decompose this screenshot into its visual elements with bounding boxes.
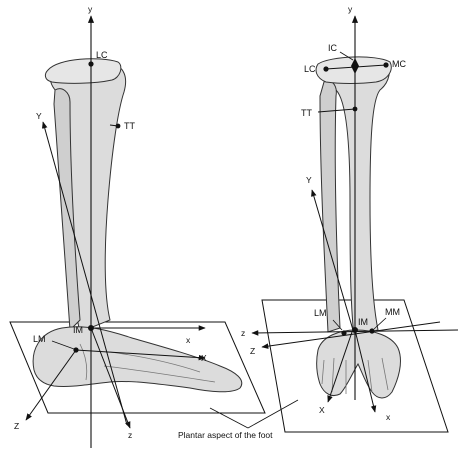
left-big-z-axis — [25, 349, 77, 421]
left-big-x-label: X — [201, 353, 207, 363]
right-big-x-axis — [327, 331, 353, 403]
right-ic-label: IC — [328, 43, 338, 53]
right-big-y-axis — [311, 189, 354, 331]
right-im-label: IM — [358, 317, 368, 327]
right-frontal-view: y IC LC MC TT Y LM IM MM z Z X x — [241, 4, 459, 433]
right-fibula-bone — [319, 80, 341, 333]
right-big-y-label: Y — [306, 175, 312, 185]
left-foot-bones — [32, 326, 243, 393]
left-lm-label: LM — [33, 334, 46, 344]
right-ic-point — [351, 58, 359, 74]
caption-group: Plantar aspect of the foot — [178, 399, 299, 440]
left-z-axis — [90, 327, 131, 429]
right-tt-point — [352, 106, 358, 112]
left-big-z-label: Z — [14, 421, 19, 431]
right-toe-details — [321, 357, 389, 394]
left-tt-label: TT — [124, 121, 135, 131]
left-x-label: x — [186, 335, 191, 345]
plantar-aspect-caption: Plantar aspect of the foot — [178, 430, 273, 440]
caption-leader-right — [247, 399, 299, 429]
left-z-label: z — [128, 430, 132, 440]
left-tt-point — [115, 123, 121, 129]
right-x-axis — [354, 329, 377, 413]
left-y-label: y — [88, 4, 93, 14]
left-big-y-label: Y — [36, 111, 42, 121]
left-big-y-axis — [41, 121, 128, 426]
right-x-label: x — [386, 412, 391, 422]
right-mm-label: MM — [385, 307, 400, 317]
right-lm-label: LM — [314, 308, 327, 318]
left-foot-detail — [79, 343, 216, 383]
caption-leader-left — [209, 407, 249, 429]
left-plantar-plane — [9, 321, 266, 414]
right-big-z-label: Z — [250, 346, 255, 356]
right-lc-point — [323, 66, 329, 72]
left-lc-label: LC — [96, 50, 108, 60]
left-big-x-axis — [75, 349, 206, 361]
left-lateral-view: y LC TT Y IM LM x X Z z — [9, 4, 266, 448]
right-lc-label: LC — [304, 64, 316, 74]
left-lc-point — [88, 61, 94, 67]
right-big-x-label: X — [319, 405, 325, 415]
right-z-label: z — [241, 328, 245, 338]
left-tibial-plateau — [44, 58, 122, 84]
right-mc-point — [383, 62, 389, 68]
left-im-label: IM — [73, 325, 83, 335]
right-tt-label: TT — [301, 108, 312, 118]
right-y-label: y — [348, 4, 353, 14]
right-mc-label: MC — [392, 59, 406, 69]
